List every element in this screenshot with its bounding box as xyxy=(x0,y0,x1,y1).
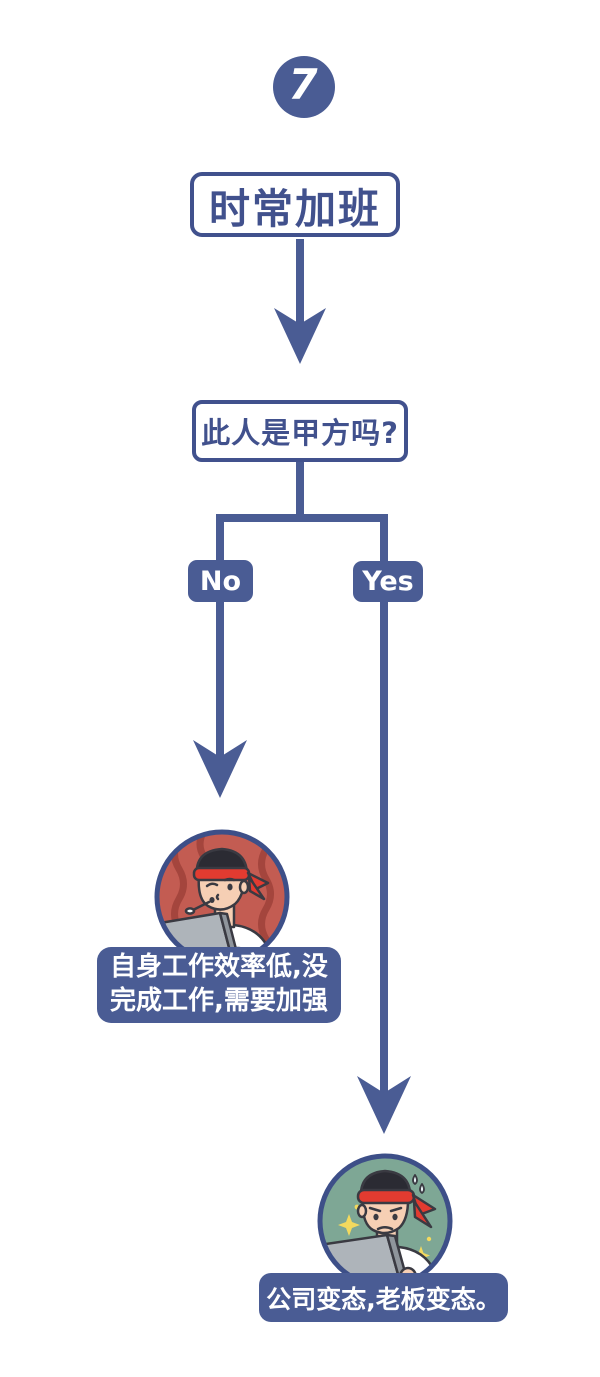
result-yes-caption: 公司变态,老板变态。 xyxy=(259,1273,508,1322)
result-no-caption: 自身工作效率低,没 完成工作,需要加强 xyxy=(97,947,341,1023)
result-no-text: 自身工作效率低,没 完成工作,需要加强 xyxy=(110,952,328,1016)
worried-sweating-worker-illustration xyxy=(317,1153,453,1289)
arrow-root-to-question-head xyxy=(274,308,326,364)
branch-chip-yes-label: Yes xyxy=(362,566,414,597)
question-node-is-client: 此人是甲方吗? xyxy=(192,400,408,462)
branch-chip-no: No xyxy=(188,560,253,602)
sweat-drops xyxy=(412,1174,425,1194)
step-number-badge: 7 xyxy=(273,56,335,118)
annoyed-whistling-worker-illustration xyxy=(154,829,290,965)
root-node-overtime: 时常加班 xyxy=(190,172,400,237)
step-number: 7 xyxy=(288,60,318,109)
arrow-yes-head xyxy=(357,1076,411,1134)
headband xyxy=(356,1188,437,1229)
result-yes-text: 公司变态,老板变态。 xyxy=(266,1284,501,1314)
arrow-no-head xyxy=(193,740,247,798)
branch-chip-yes: Yes xyxy=(353,561,423,602)
headband xyxy=(192,866,270,901)
branch-chip-no-label: No xyxy=(199,565,242,597)
question-node-label: 此人是甲方吗? xyxy=(201,416,399,450)
root-node-label: 时常加班 xyxy=(209,184,381,233)
